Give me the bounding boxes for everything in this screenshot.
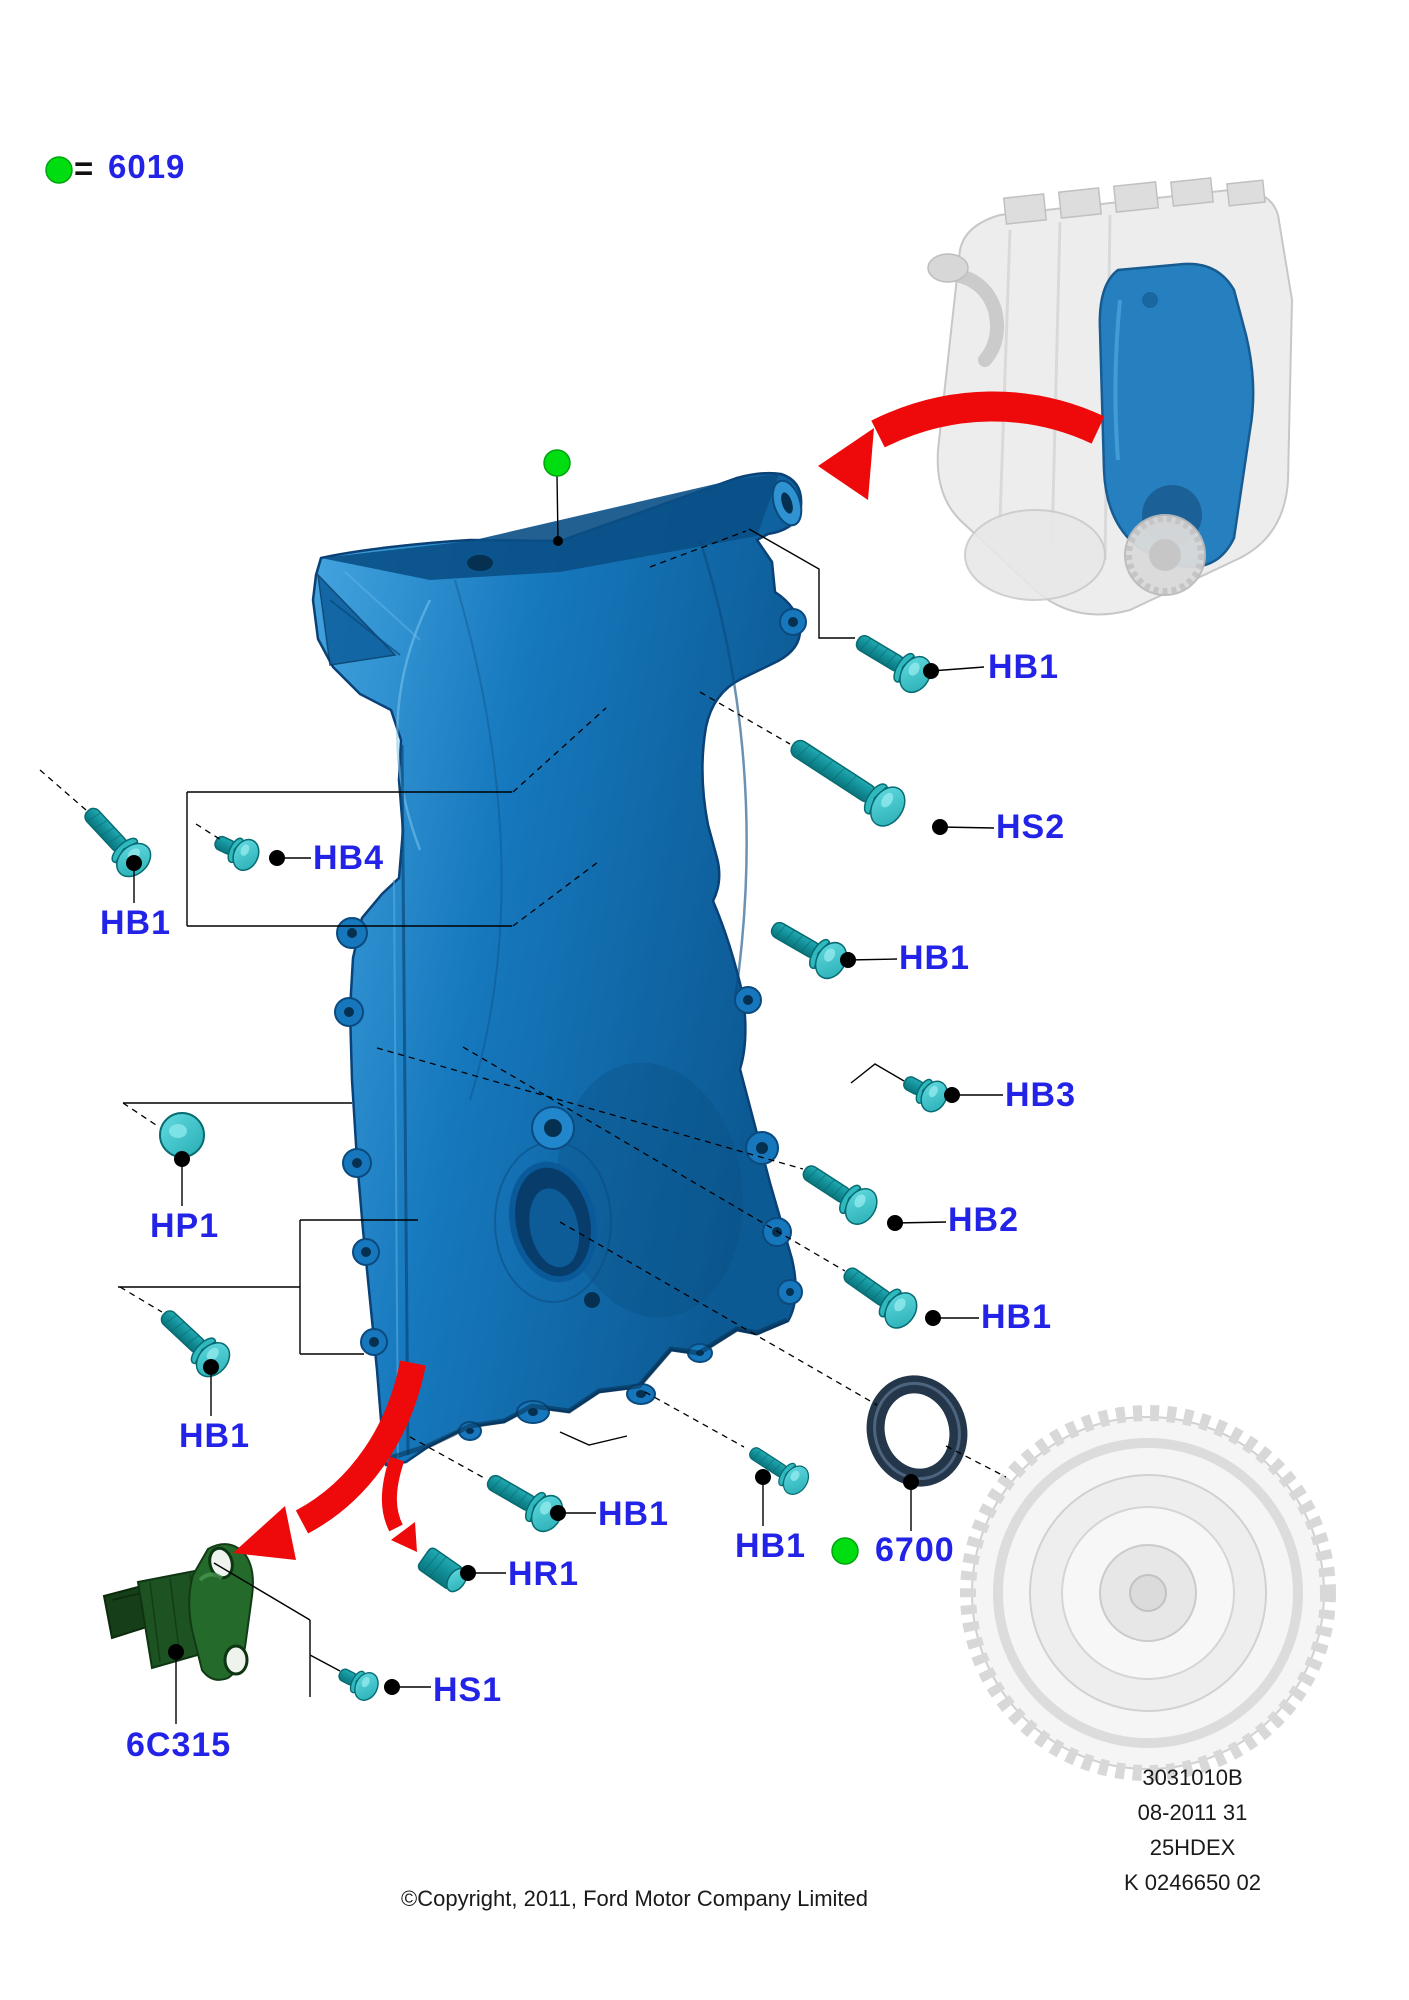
doc-number: 3031010B (1142, 1765, 1243, 1790)
timing-cover-illustration (311, 471, 807, 1467)
red-arrow-engine-to-cover-icon (818, 391, 1105, 500)
bolt-hs2-icon (780, 726, 913, 834)
reference-block: 3031010B 08-2011 31 25HDEX K 0246650 02 (1075, 1760, 1310, 1900)
callout-hs1: HS1 (433, 1671, 503, 1709)
callout-hb1-bottom-left: HB1 (179, 1417, 251, 1455)
engine-timing-cover-highlight (1098, 262, 1255, 569)
bolt-hb4-icon (208, 825, 265, 876)
callout-hb1-bottom-center: HB1 (598, 1495, 670, 1533)
bolt-hb1-bottom-left-icon (150, 1299, 237, 1384)
seal-green-dot-icon (831, 1537, 859, 1565)
callout-hb1-above-seal: HB1 (735, 1527, 807, 1565)
black-leader-dots (126, 536, 960, 1695)
callout-hb1-top-right: HB1 (988, 648, 1060, 686)
crankshaft-pulley-illustration (960, 1405, 1336, 1781)
bolt-hb1-above-seal-icon (742, 1437, 815, 1500)
bolt-hb1-top-right-icon (847, 622, 938, 699)
plug-hp1-icon (159, 1112, 205, 1158)
copyright-line: ©Copyright, 2011, Ford Motor Company Lim… (401, 1886, 869, 1911)
callout-hb1-mid-right: HB1 (899, 939, 971, 977)
leader-lines-solid (118, 475, 1003, 1724)
date-code: 08-2011 31 (1137, 1800, 1248, 1825)
crankshaft-opening (509, 1161, 597, 1283)
legend-part-code: 6019 (108, 148, 186, 185)
callout-hb2: HB2 (948, 1201, 1020, 1239)
engine-cam-caps (1002, 177, 1266, 225)
callout-6c315: 6C315 (126, 1726, 232, 1764)
engine-thumbnail (927, 177, 1294, 616)
callout-6700: 6700 (875, 1531, 955, 1569)
crankshaft-seal-illustration (866, 1375, 968, 1487)
bolt-hb1-upper-left-icon (73, 797, 158, 884)
callout-hp1: HP1 (150, 1207, 220, 1245)
bolt-hs1-icon (332, 1659, 384, 1705)
leader-lines-dashed (39, 530, 1007, 1480)
bolt-hb1-mid-right-icon (762, 909, 854, 985)
legend-equals: = (74, 150, 94, 187)
bolt-hb2-icon (793, 1153, 885, 1231)
bolt-hb3-icon (896, 1066, 953, 1118)
callout-hb1-right-lower: HB1 (981, 1298, 1053, 1336)
callout-hb1-upper-left: HB1 (100, 904, 172, 942)
cover-green-dot-icon (543, 449, 571, 477)
red-arrow-cover-to-plug-icon (381, 1456, 417, 1552)
legend-green-dot-icon (45, 156, 73, 184)
callout-hr1: HR1 (508, 1555, 580, 1593)
bolt-hb1-bottom-center-icon (478, 1462, 570, 1538)
catalog-code: 25HDEX (1149, 1835, 1236, 1860)
bolt-hb1-right-lower-icon (834, 1255, 924, 1335)
callout-hb3: HB3 (1005, 1076, 1077, 1114)
callout-hs2: HS2 (996, 808, 1066, 846)
red-arrow-cover-to-sensor-icon (233, 1360, 426, 1560)
green-dot-icons (45, 156, 859, 1565)
ref-code: K 0246650 02 (1123, 1870, 1262, 1895)
callout-hb4: HB4 (313, 839, 385, 877)
